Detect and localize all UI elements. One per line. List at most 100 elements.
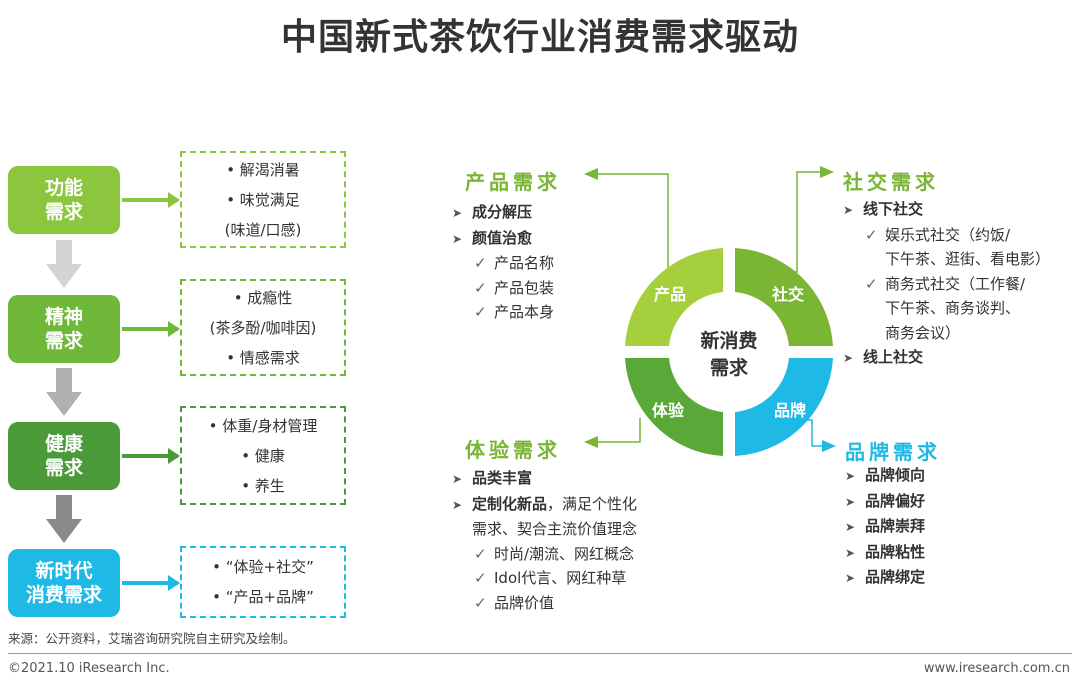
brand-segment [735,358,833,456]
segment-label: 社交 [771,285,804,304]
box-label: 需求 [44,330,83,352]
list-item: 需求、契合主流价值理念 [472,520,638,538]
bullet-icon: ➤ [845,520,856,534]
box-label: 需求 [44,201,83,223]
bullet-icon: ➤ [845,469,856,483]
footer-divider [8,653,1072,654]
arrow-right-icon [122,448,180,464]
experience-segment [625,358,723,456]
mental-need-details: • 成瘾性 (茶多酚/咖啡因) • 情感需求 [180,279,346,376]
experience-demand-list: ➤品类丰富 ➤定制化新品，满足个性化 需求、契合主流价值理念 ✓时尚/潮流、网红… [452,466,637,615]
center-label: 需求 [710,356,749,379]
check-icon: ✓ [474,569,487,587]
list-item: ➤品牌崇拜 [845,514,925,540]
detail-item: • 味觉满足 [226,190,300,209]
segment-label: 体验 [652,401,685,420]
arrow-right-icon [122,321,180,337]
arrow-down-icon [46,368,82,416]
list-item: ➤品类丰富 [452,466,637,492]
list-item: 下午茶、逛街、看电影） [885,250,1051,268]
box-label: 功能 [44,177,83,199]
box-label: 健康 [44,433,83,455]
segment-label: 品牌 [774,401,806,420]
list-item: ✓产品包装 [452,276,554,301]
check-icon: ✓ [474,278,487,297]
product-segment [625,248,723,346]
detail-item: • 健康 [241,446,285,465]
new-era-need-box: 新时代 消费需求 [8,549,120,617]
check-icon: ✓ [474,544,487,563]
brand-demand-list: ➤品牌倾向 ➤品牌偏好 ➤品牌崇拜 ➤品牌粘性 ➤品牌绑定 [845,463,925,591]
detail-item: • 情感需求 [226,348,300,367]
list-item: ➤品牌偏好 [845,489,925,515]
list-item: ➤颜值治愈 [452,226,554,252]
website-link[interactable]: www.iresearch.com.cn [923,661,1070,676]
detail-item: • “产品+品牌” [212,588,314,606]
detail-item: • 解渴消暑 [226,160,300,179]
list-item: ➤成分解压 [452,200,554,226]
mental-need-box: 精神 需求 [8,295,120,363]
social-demand-title: 社交需求 [843,170,939,194]
list-item: ✓产品名称 [452,251,554,276]
segment-label: 产品 [654,285,686,304]
experience-demand-title: 体验需求 [465,438,561,462]
detail-item: • 成瘾性 [233,288,293,307]
arrow-right-icon [122,575,180,591]
detail-item: (味道/口感) [224,220,302,239]
bullet-icon: ➤ [452,472,463,486]
functional-need-details: • 解渴消暑 • 味觉满足 (味道/口感) [180,151,346,248]
bullet-icon: ➤ [452,231,463,246]
list-item: ✓商务式社交（工作餐/ [843,272,1050,297]
bullet-icon: ➤ [452,497,463,512]
bullet-icon: ➤ [452,206,463,220]
check-icon: ✓ [865,274,878,293]
bullet-icon: ➤ [845,545,856,560]
list-item: ➤线上社交 [843,345,1050,371]
detail-item: • “体验+社交” [212,558,314,576]
list-item: ✓品牌价值 [452,591,637,616]
box-label: 新时代 [35,560,93,582]
health-need-box: 健康 需求 [8,422,120,490]
box-label: 精神 [44,306,83,328]
arrow-down-icon [46,495,82,543]
box-label: 消费需求 [25,584,102,606]
list-item: ➤品牌绑定 [845,565,925,591]
list-item: ➤定制化新品，满足个性化 [452,492,637,518]
list-item: ➤线下社交 [843,197,1050,223]
bullet-icon: ➤ [845,494,856,509]
list-item: ✓娱乐式社交（约饭/ [843,223,1050,248]
detail-item: (茶多酚/咖啡因) [209,318,317,337]
bullet-icon: ➤ [843,203,854,217]
page-title: 中国新式茶饮行业消费需求驱动 [280,17,799,58]
brand-demand-title: 品牌需求 [845,440,941,464]
functional-need-box: 功能 需求 [8,166,120,234]
health-need-details: • 体重/身材管理 • 健康 • 养生 [180,406,346,505]
center-label: 新消费 [700,329,757,352]
arrow-down-icon [46,240,82,288]
list-item: ➤品牌倾向 [845,463,925,489]
check-icon: ✓ [474,254,487,272]
social-demand-list: ➤线下社交 ✓娱乐式社交（约饭/ 下午茶、逛街、看电影） ✓商务式社交（工作餐/… [843,197,1050,371]
list-item: 商务会议） [885,323,961,342]
source-note: 来源：公开资料，艾瑞咨询研究院自主研究及绘制。 [8,631,296,646]
detail-item: • 养生 [241,476,285,495]
copyright: ©2021.10 iResearch Inc. [8,661,170,676]
new-era-need-details: • “体验+社交” • “产品+品牌” [180,546,346,618]
bullet-icon: ➤ [843,351,854,365]
check-icon: ✓ [865,225,878,244]
list-item: ✓Idol代言、网红种草 [452,566,637,591]
box-label: 需求 [44,457,83,479]
check-icon: ✓ [474,593,487,612]
bullet-icon: ➤ [845,571,856,585]
arrow-right-icon [122,192,180,208]
check-icon: ✓ [474,303,487,321]
product-demand-list: ➤成分解压 ➤颜值治愈 ✓产品名称 ✓产品包装 ✓产品本身 [452,200,554,325]
detail-item: • 体重/身材管理 [208,416,318,435]
social-segment [735,248,833,346]
list-item: ✓时尚/潮流、网红概念 [452,542,637,567]
list-item: ✓产品本身 [452,300,554,325]
list-item: ➤品牌粘性 [845,540,925,566]
product-demand-title: 产品需求 [465,170,561,194]
list-item: 下午茶、商务谈判、 [885,299,1021,317]
